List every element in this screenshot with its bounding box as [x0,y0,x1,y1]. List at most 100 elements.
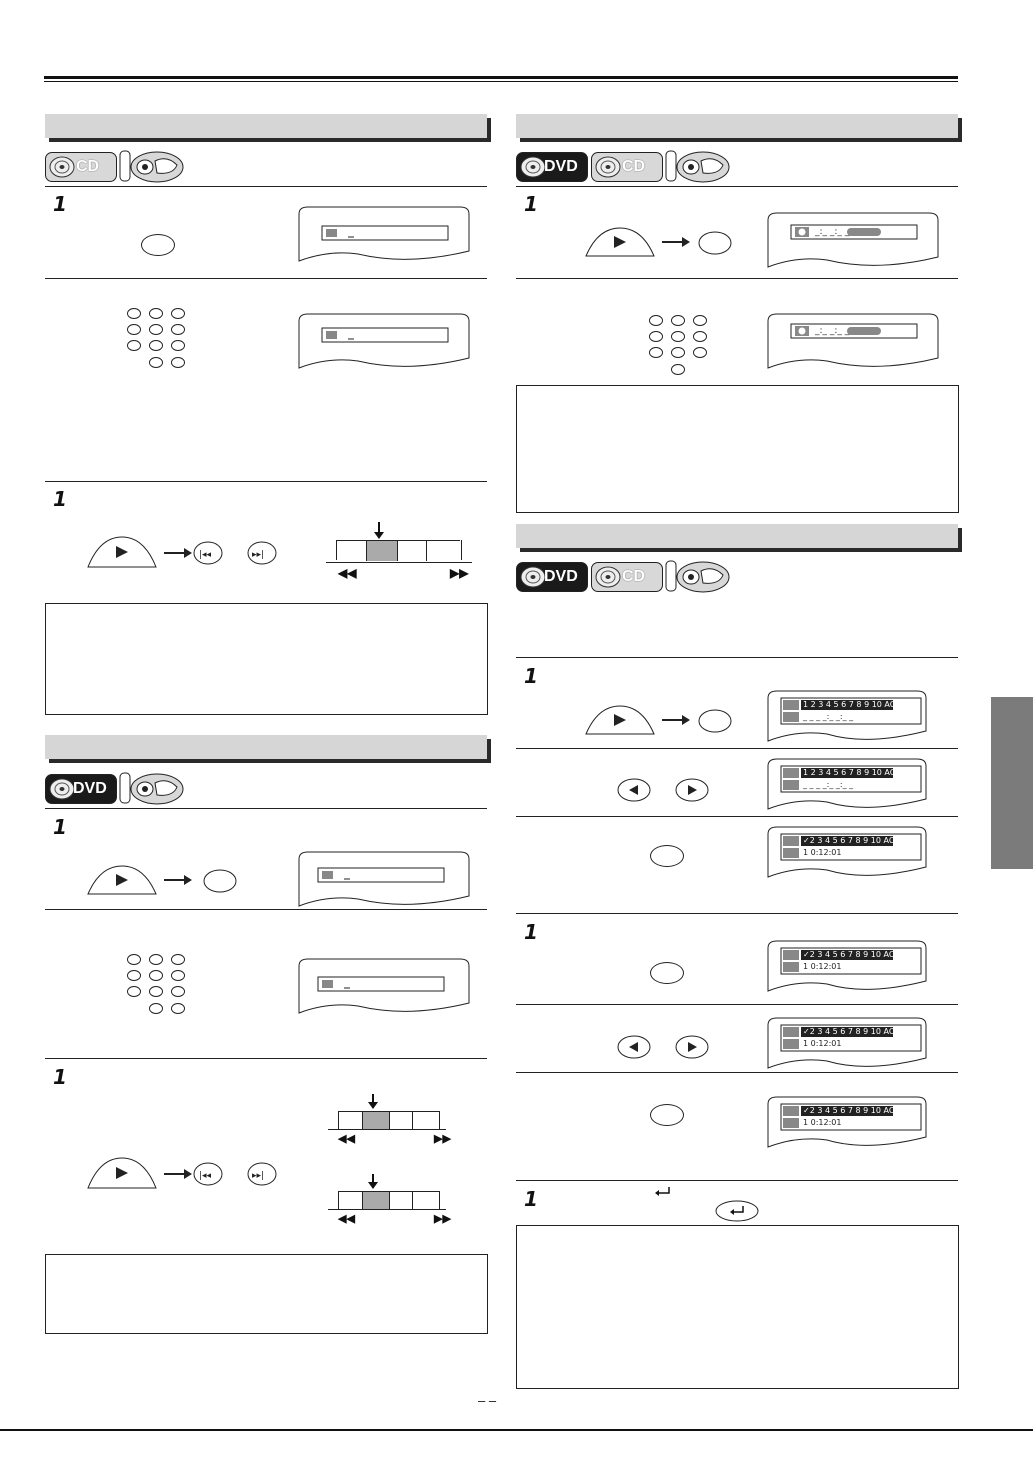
play-then-skip-diagram: |◂◂ ▸▸| [87,536,277,568]
marker-osd-screen: ✓2 3 4 5 6 7 8 9 10 AC 1 0:12:01 [767,940,939,992]
next-icon: ▶▶ [434,1213,451,1225]
footer-rule [0,1429,1033,1431]
number-keypad [649,315,709,377]
step-number: 1 [53,1065,67,1089]
tv-screen [298,313,470,369]
svg-text:▸▸|: ▸▸| [252,550,264,560]
disc-icon [520,156,546,178]
tv-screen [298,851,470,907]
enter-icon [655,1187,670,1196]
marker-time: 1 0:12:01 [803,1118,842,1127]
marker-time: _ _ _ _:_ _:_ _ [803,712,854,721]
divider [45,909,487,910]
number-keypad [127,954,187,1016]
step-number: 1 [53,815,67,839]
step-number: 1 [53,192,67,216]
number-keypad [127,308,187,370]
next-icon: ▶▶ [434,1133,451,1145]
play-then-button-diagram [585,705,732,735]
remote-button [650,1104,684,1126]
marker-slots: 1 2 3 4 5 6 7 8 9 10 AC [803,700,896,709]
cd-disc-badge: CD [45,152,117,182]
divider [516,1180,958,1181]
disc-label: CD [622,158,646,175]
step-number: 1 [53,487,67,511]
svg-text:|◂◂: |◂◂ [199,1171,212,1181]
section-bar-right-2 [516,524,958,548]
play-then-button-diagram [87,865,237,895]
tv-screen [298,206,470,262]
divider [516,657,958,658]
skip-position-bar: ◀◀ ▶▶ [326,522,472,584]
remote-control-icon [665,560,730,593]
play-then-button-diagram [585,227,732,257]
disc-icon [49,156,75,178]
divider [516,1072,958,1073]
divider [45,808,487,809]
remote-control-icon [665,150,730,183]
remote-button [650,962,684,984]
svg-text:▸▸|: ▸▸| [252,1171,264,1181]
dvd-disc-badge: DVD [45,774,117,804]
left-right-buttons [617,778,709,802]
dvd-disc-badge: DVD [516,152,588,182]
time-readout: _:_ _:_ _ [815,227,850,237]
remote-control-icon [119,772,184,805]
disc-icon [595,566,621,588]
disc-label: DVD [544,568,578,585]
page-number: – – [478,1393,497,1408]
remote-control-icon [119,150,184,183]
play-then-skip-diagram: |◂◂ ▸▸| [87,1157,277,1189]
note-box [516,1225,959,1389]
disc-label: CD [622,568,646,585]
side-tab [991,697,1033,869]
down-arrow-icon [368,1094,378,1109]
header-rule [44,76,958,79]
enter-button [715,1200,759,1222]
marker-osd-screen: ✓2 3 4 5 6 7 8 9 10 AC 1 0:12:01 [767,826,939,878]
disc-label: DVD [544,158,578,175]
divider [516,748,958,749]
step-number: 1 [524,664,538,688]
marker-time: 1 0:12:01 [803,848,842,857]
divider [516,1004,958,1005]
section-bar-right-1 [516,114,958,138]
left-right-buttons [617,1035,709,1059]
note-box [45,1254,488,1334]
divider [516,278,958,279]
marker-slots: 1 2 3 4 5 6 7 8 9 10 AC [803,768,896,777]
step-number: 1 [524,192,538,216]
marker-slots: ✓2 3 4 5 6 7 8 9 10 AC [803,1106,895,1115]
divider [45,1058,487,1059]
step-number: 1 [524,920,538,944]
note-box [45,603,488,715]
skip-position-bar: ◀◀ ▶▶ [328,1174,456,1226]
marker-slots: ✓2 3 4 5 6 7 8 9 10 AC [803,950,895,959]
marker-time: 1 0:12:01 [803,1039,842,1048]
divider [516,913,958,914]
tv-screen: _:_ _:_ _ [767,313,939,369]
previous-icon: ◀◀ [338,1133,355,1145]
marker-osd-screen: ✓2 3 4 5 6 7 8 9 10 AC 1 0:12:01 [767,1017,939,1069]
remote-button [650,845,684,867]
marker-time: _ _ _ _:_ _:_ _ [803,780,854,789]
disc-icon [595,156,621,178]
marker-time: 1 0:12:01 [803,962,842,971]
marker-slots: ✓2 3 4 5 6 7 8 9 10 AC [803,836,895,845]
marker-osd-screen: 1 2 3 4 5 6 7 8 9 10 AC _ _ _ _:_ _:_ _ [767,690,939,742]
disc-label: CD [76,158,100,175]
svg-text:|◂◂: |◂◂ [199,550,212,560]
previous-icon: ◀◀ [338,566,357,580]
divider [516,816,958,817]
step-number: 1 [524,1187,538,1211]
cd-disc-badge: CD [591,562,663,592]
header-rule-thin [44,81,958,82]
marker-osd-screen: ✓2 3 4 5 6 7 8 9 10 AC 1 0:12:01 [767,1096,939,1148]
skip-position-bar: ◀◀ ▶▶ [328,1094,456,1146]
down-arrow-icon [368,1174,378,1189]
remote-button [141,234,175,256]
disc-icon [49,778,75,800]
marker-slots: ✓2 3 4 5 6 7 8 9 10 AC [803,1027,895,1036]
time-readout: _:_ _:_ _ [815,326,850,336]
